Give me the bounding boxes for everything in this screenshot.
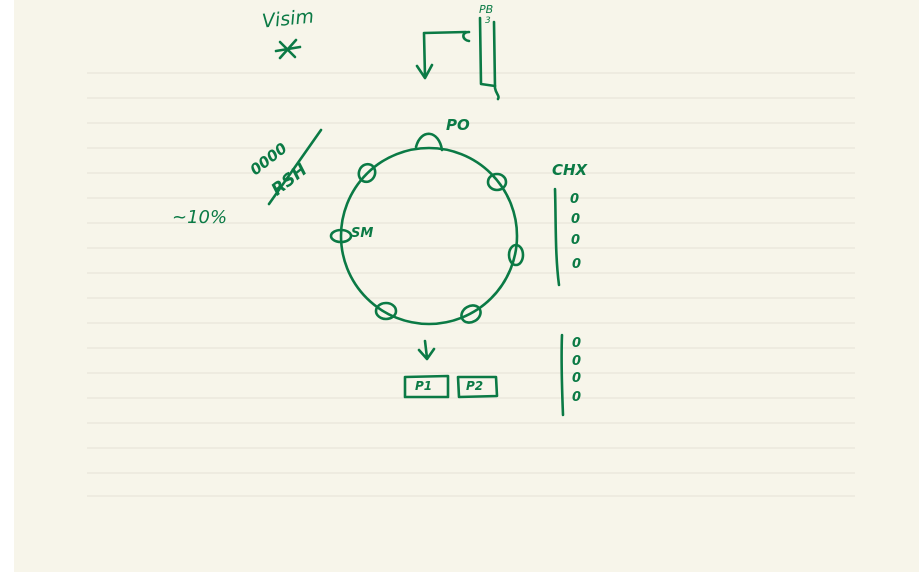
vision-label: Visim	[260, 5, 315, 33]
box-outline	[403, 374, 450, 399]
lower-dot: 0	[572, 371, 582, 386]
chx-line	[553, 187, 561, 287]
node-oval	[357, 162, 377, 184]
lower-dot: 0	[572, 336, 582, 351]
node-oval	[507, 243, 525, 267]
node-oval	[329, 228, 353, 244]
percent-label: ~10%	[172, 207, 228, 228]
ink-drawing	[267, 16, 565, 417]
po-label: PO	[446, 116, 470, 134]
node-oval	[460, 304, 482, 324]
main-circle	[339, 146, 519, 326]
node-oval	[486, 172, 508, 192]
asterisk-icon	[274, 38, 302, 60]
ruled-lines	[87, 72, 855, 497]
node-oval	[374, 301, 398, 321]
pb-label: PB	[479, 3, 494, 16]
lower-dot: 0	[572, 354, 582, 369]
down-arrow-icon	[415, 30, 468, 80]
chx-label: CHX	[552, 161, 588, 179]
down-arrow-icon	[417, 339, 436, 361]
chx-dot: 0	[572, 257, 582, 272]
pb-sub-label: 3	[485, 16, 491, 26]
box-2-label: P2	[466, 379, 484, 393]
sm-label: SM	[351, 226, 374, 241]
bracket-shape	[462, 16, 500, 101]
po-bump	[414, 132, 444, 152]
chx-dot: 0	[571, 212, 581, 227]
chx-dot: 0	[570, 192, 580, 207]
lower-line	[560, 333, 565, 417]
rsh-slash	[267, 128, 323, 206]
chx-dot: 0	[571, 233, 581, 248]
box-1-label: P1	[415, 379, 433, 393]
lower-dot: 0	[572, 390, 582, 405]
notebook-page: Visim PB 3 PO 0000 RSH ~10% SM CHX 0 0 0…	[14, 0, 919, 572]
box-outline	[456, 375, 499, 399]
